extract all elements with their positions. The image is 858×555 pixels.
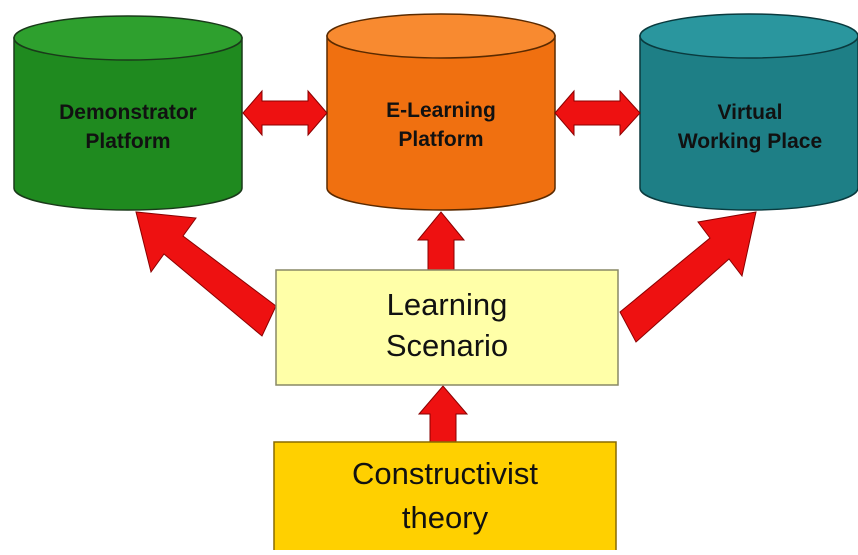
cylinder-demonstrator bbox=[13, 15, 243, 211]
label-demonstrator-line1: Demonstrator bbox=[59, 101, 197, 124]
arrow-scenario-to-demonstrator bbox=[135, 211, 277, 337]
constructivist-theory-box bbox=[273, 441, 617, 555]
double-arrow-left bbox=[242, 89, 328, 137]
learning-scenario-box bbox=[275, 269, 619, 386]
label-scenario: Learning Scenario bbox=[276, 284, 618, 366]
label-elearning-line1: E-Learning bbox=[386, 99, 496, 122]
label-theory-line2: theory bbox=[401, 500, 489, 535]
label-virtual: Virtual Working Place bbox=[642, 98, 858, 156]
label-scenario-line2: Scenario bbox=[385, 328, 509, 363]
label-scenario-line1: Learning bbox=[386, 287, 508, 322]
label-theory-line1: Constructivist bbox=[351, 456, 539, 491]
cylinder-elearning bbox=[326, 13, 556, 211]
label-virtual-line1: Virtual bbox=[717, 101, 783, 124]
label-demonstrator: Demonstrator Platform bbox=[14, 98, 242, 156]
label-demonstrator-line2: Platform bbox=[85, 130, 171, 153]
label-theory: Constructivist theory bbox=[274, 452, 616, 540]
arrow-theory-to-scenario bbox=[417, 385, 469, 443]
label-elearning: E-Learning Platform bbox=[327, 96, 555, 154]
label-virtual-line2: Working Place bbox=[677, 130, 823, 153]
cylinder-virtual bbox=[639, 13, 858, 211]
arrow-scenario-to-elearning bbox=[416, 211, 466, 271]
double-arrow-right bbox=[554, 89, 641, 137]
arrow-scenario-to-virtual bbox=[619, 211, 757, 343]
label-elearning-line2: Platform bbox=[398, 128, 484, 151]
